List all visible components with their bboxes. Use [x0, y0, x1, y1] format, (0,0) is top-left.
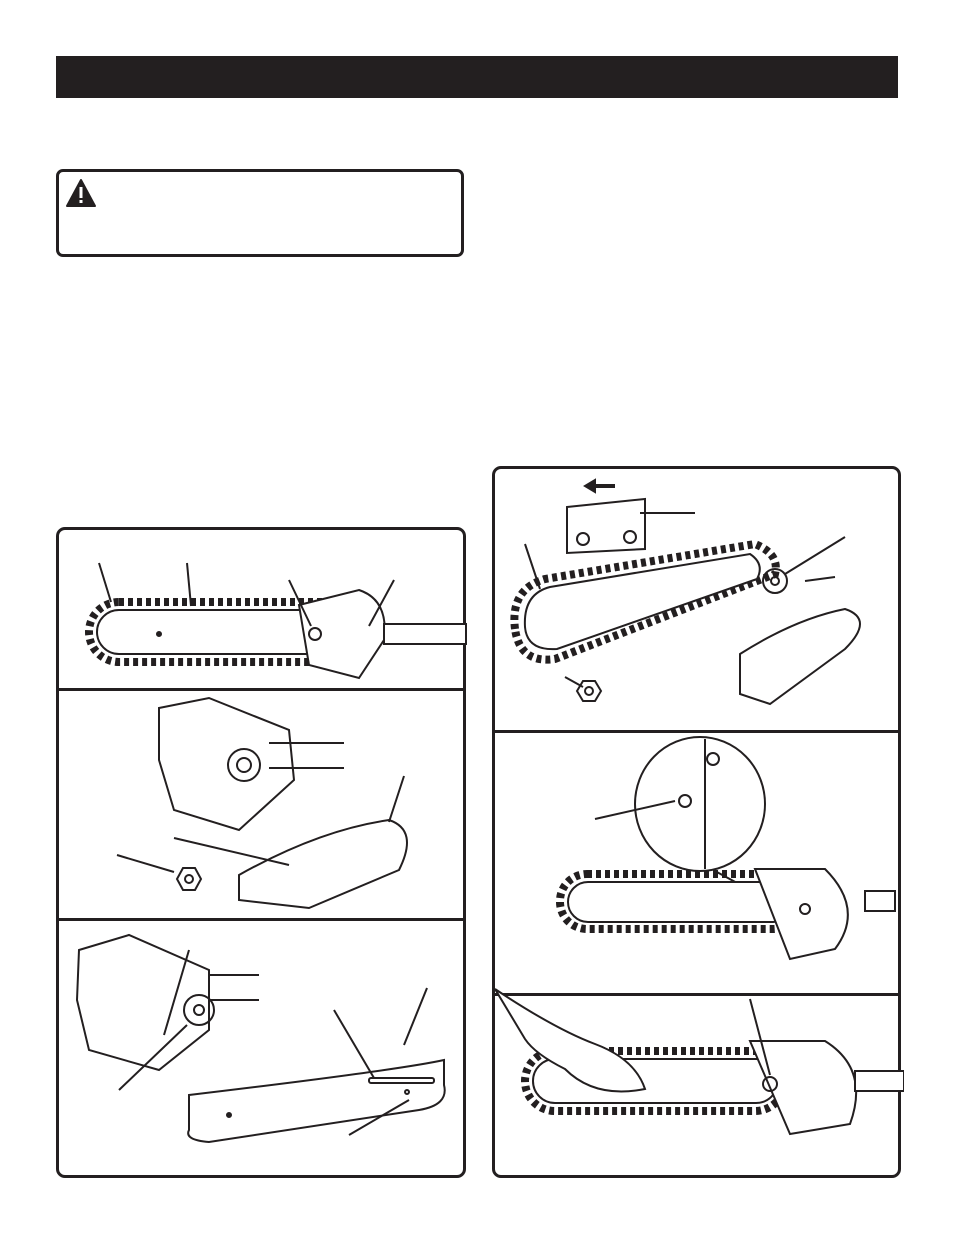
panel-divider [59, 918, 463, 921]
warning-box [56, 169, 464, 257]
housing-and-cover-drawing [116, 696, 408, 910]
adjustment-screw-drawing [556, 736, 896, 961]
figure-left [56, 527, 467, 1178]
chain-and-bar-drawing [85, 562, 467, 680]
chainsaw-assembly-illustrations [75, 562, 467, 1144]
panel-divider [495, 993, 898, 996]
section-header-bar [56, 56, 898, 98]
panel-divider [495, 730, 898, 733]
arrow-left-icon [583, 478, 596, 494]
figure-right [492, 466, 904, 1178]
gloved-hand-tension-drawing [495, 988, 904, 1136]
chain-direction-drawing [566, 478, 695, 555]
chain-bar-removal-drawing [510, 536, 861, 706]
warning-triangle-icon [66, 179, 96, 207]
sprocket-and-bar-drawing [75, 933, 446, 1144]
panel-divider [59, 688, 463, 691]
chain-tension-illustrations [495, 478, 904, 1136]
